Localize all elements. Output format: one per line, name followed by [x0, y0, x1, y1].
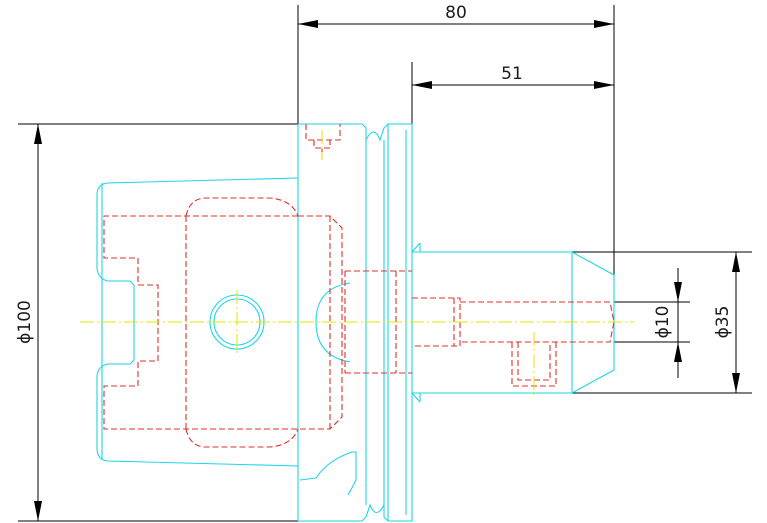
- dim-phi100-label: ϕ100: [15, 300, 35, 344]
- dim-phi10-label: ϕ10: [653, 306, 673, 339]
- dim-phi35-label: ϕ35: [713, 306, 733, 339]
- dim-80-label: 80: [445, 3, 467, 23]
- dim-51-label: 51: [501, 64, 523, 84]
- centerlines: [80, 130, 634, 396]
- hidden-lines: [103, 124, 615, 448]
- dimension-lines: [18, 5, 752, 522]
